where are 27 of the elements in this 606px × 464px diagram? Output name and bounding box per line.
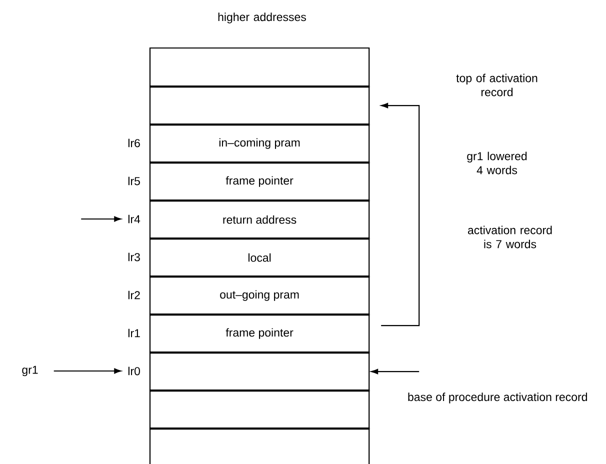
memory-cell: frame pointer [149, 161, 370, 202]
memory-cell [149, 85, 370, 126]
arrow [371, 368, 420, 374]
note-text: activation record is 7 words [468, 226, 552, 248]
leader-line [54, 368, 122, 374]
register-label: lr1 [128, 328, 140, 338]
register-name: gr1 [22, 366, 38, 376]
bracket-arrow [381, 102, 420, 326]
register-label: lr6 [128, 138, 140, 148]
note-text: higher addresses [218, 12, 306, 24]
memory-cell: frame pointer [149, 313, 370, 354]
note-text: top of activation record [456, 74, 538, 96]
note-text: base of procedure activation record [408, 392, 587, 404]
memory-cell: out–going pram [149, 275, 370, 316]
memory-cell [149, 47, 370, 88]
register-label: lr2 [128, 290, 140, 300]
note-text: gr1 lowered 4 words [467, 152, 527, 174]
register-label: lr4 [128, 214, 140, 224]
register-label: lr0 [128, 366, 140, 376]
memory-cell [149, 427, 370, 464]
memory-cell: return address [149, 199, 370, 240]
register-label: lr3 [128, 252, 140, 262]
memory-cell [149, 389, 370, 430]
register-label: lr5 [128, 176, 140, 186]
memory-cell: in–coming pram [149, 123, 370, 164]
arrow [81, 216, 122, 222]
memory-cell: local [149, 237, 370, 278]
